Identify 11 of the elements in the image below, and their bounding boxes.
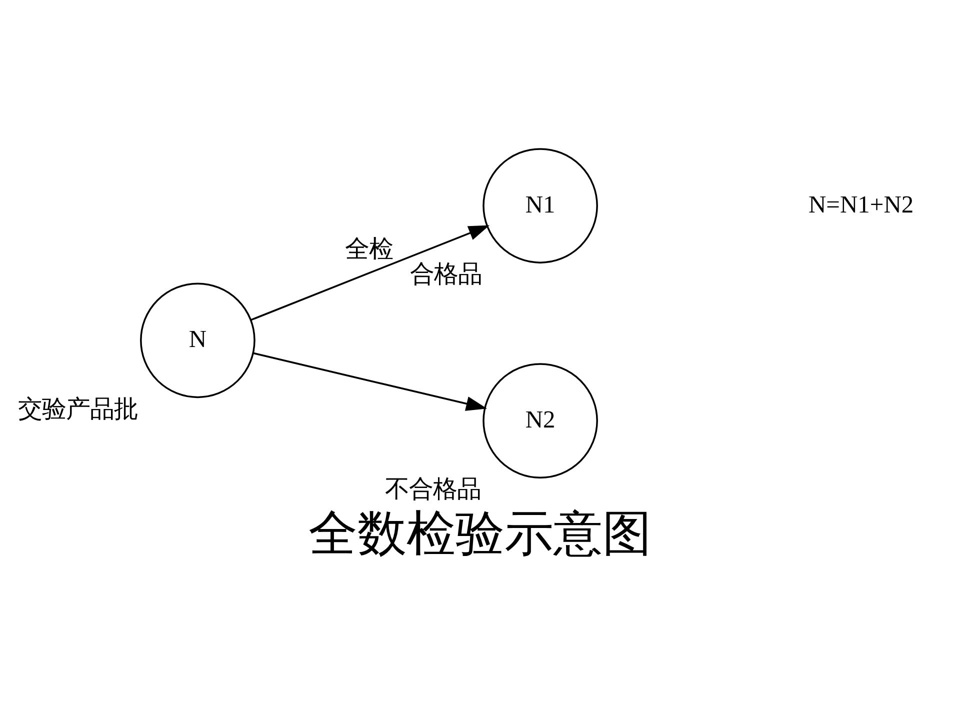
node-circle: N <box>140 282 256 398</box>
node-circle: N1 <box>482 148 598 263</box>
node-label: 不合格品 <box>384 476 481 503</box>
arrow <box>252 352 488 410</box>
node-circle: N2 <box>482 362 598 478</box>
arrow <box>250 224 490 320</box>
label: N=N1+N2 <box>808 190 914 218</box>
node-label: 合格品 <box>410 260 482 288</box>
caption: 全数检验示意图 <box>308 504 652 562</box>
node-label: 交验产品批 <box>18 395 138 422</box>
edge-label: 全检 <box>345 233 393 262</box>
